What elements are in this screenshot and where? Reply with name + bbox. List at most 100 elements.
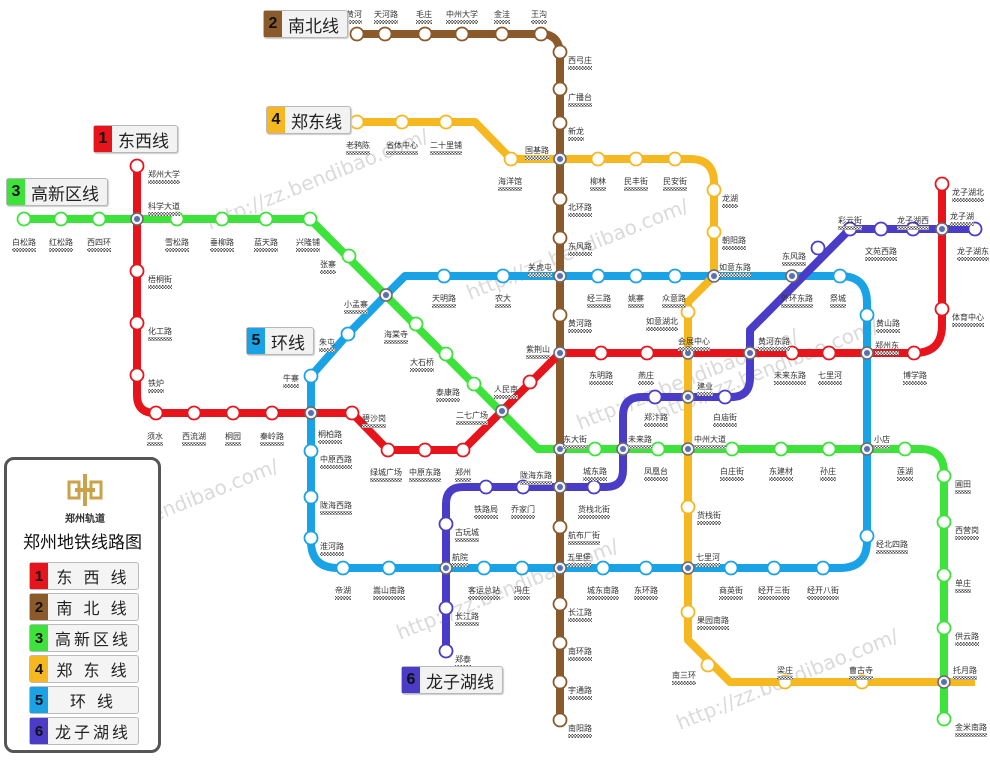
station-marker[interactable] — [303, 489, 319, 505]
station-marker[interactable] — [264, 405, 280, 421]
station-marker[interactable] — [647, 389, 663, 405]
station-marker[interactable] — [16, 211, 32, 227]
station-marker[interactable] — [638, 560, 654, 576]
station-marker[interactable] — [821, 345, 837, 361]
legend-item-line-2[interactable]: 2 南 北 线 — [29, 593, 139, 621]
station-marker[interactable] — [680, 304, 696, 320]
station-marker[interactable] — [552, 230, 568, 246]
station-marker[interactable] — [129, 367, 145, 383]
legend-item-line-3[interactable]: 3 高新区线 — [29, 624, 139, 652]
line-3-badge[interactable]: 3 高新区线 — [6, 178, 108, 206]
station-marker[interactable] — [533, 26, 549, 42]
station-marker[interactable] — [436, 268, 452, 284]
station-marker[interactable] — [514, 560, 530, 576]
line-6-badge[interactable]: 6 龙子湖线 — [401, 666, 503, 694]
station-marker[interactable] — [680, 499, 696, 515]
station-marker[interactable] — [186, 405, 202, 421]
station-marker[interactable] — [417, 26, 433, 42]
station-marker[interactable] — [408, 316, 424, 332]
line-4-badge[interactable]: 4 郑东线 — [266, 106, 351, 134]
station-marker[interactable] — [706, 182, 722, 198]
station-marker[interactable] — [495, 268, 511, 284]
station-marker[interactable] — [650, 441, 666, 457]
station-marker[interactable] — [552, 191, 568, 207]
station-marker[interactable] — [381, 560, 397, 576]
station-marker[interactable] — [349, 114, 365, 130]
station-marker[interactable] — [129, 158, 145, 174]
station-marker[interactable] — [859, 528, 875, 544]
station-marker[interactable] — [628, 151, 644, 167]
line-1-badge[interactable]: 1 东西线 — [93, 125, 178, 153]
station-marker[interactable] — [466, 376, 482, 392]
station-marker[interactable] — [936, 711, 952, 727]
station-marker[interactable] — [706, 224, 722, 240]
station-marker[interactable] — [214, 211, 230, 227]
station-marker[interactable] — [455, 442, 471, 458]
station-marker[interactable] — [303, 530, 319, 546]
station-marker[interactable] — [897, 441, 913, 457]
station-marker[interactable] — [723, 560, 739, 576]
station-marker[interactable] — [766, 560, 782, 576]
station-marker[interactable] — [810, 240, 826, 256]
station-marker[interactable] — [587, 441, 603, 457]
station-marker[interactable] — [478, 479, 494, 495]
station-marker[interactable] — [438, 516, 454, 532]
station-marker[interactable] — [552, 115, 568, 131]
station-marker[interactable] — [522, 374, 538, 390]
station-marker[interactable] — [717, 389, 733, 405]
station-marker[interactable] — [700, 657, 716, 673]
station-marker[interactable] — [639, 345, 655, 361]
station-marker[interactable] — [341, 248, 357, 264]
station-marker[interactable] — [344, 405, 360, 421]
station-marker[interactable] — [680, 604, 696, 620]
station-marker[interactable] — [476, 560, 492, 576]
station-marker[interactable] — [349, 26, 365, 42]
station-marker[interactable] — [552, 44, 568, 60]
station-marker[interactable] — [552, 596, 568, 612]
station-marker[interactable] — [773, 441, 789, 457]
station-marker[interactable] — [438, 114, 454, 130]
legend-item-line-6[interactable]: 6 龙子湖线 — [29, 717, 139, 745]
station-marker[interactable] — [552, 307, 568, 323]
station-marker[interactable] — [936, 567, 952, 583]
station-marker[interactable] — [129, 263, 145, 279]
station-marker[interactable] — [724, 441, 740, 457]
station-marker[interactable] — [815, 560, 831, 576]
station-marker[interactable] — [129, 315, 145, 331]
line-5-badge[interactable]: 5 环线 — [246, 327, 314, 355]
station-marker[interactable] — [258, 211, 274, 227]
station-marker[interactable] — [552, 519, 568, 535]
station-marker[interactable] — [438, 643, 454, 659]
legend-item-line-5[interactable]: 5 环 线 — [29, 686, 139, 714]
station-marker[interactable] — [302, 211, 318, 227]
station-marker[interactable] — [552, 635, 568, 651]
station-marker[interactable] — [590, 151, 606, 167]
station-marker[interactable] — [438, 600, 454, 616]
station-marker[interactable] — [595, 560, 611, 576]
station-marker[interactable] — [936, 620, 952, 636]
station-marker[interactable] — [380, 442, 396, 458]
station-marker[interactable] — [832, 268, 848, 284]
station-marker[interactable] — [225, 405, 241, 421]
station-marker[interactable] — [438, 346, 454, 362]
station-marker[interactable] — [503, 151, 519, 167]
station-marker[interactable] — [552, 81, 568, 97]
station-marker[interactable] — [586, 479, 602, 495]
station-marker[interactable] — [873, 221, 889, 237]
station-marker[interactable] — [667, 268, 683, 284]
station-marker[interactable] — [417, 442, 433, 458]
station-marker[interactable] — [593, 345, 609, 361]
station-marker[interactable] — [394, 114, 410, 130]
station-marker[interactable] — [335, 560, 351, 576]
station-marker[interactable] — [628, 268, 644, 284]
station-marker[interactable] — [906, 345, 922, 361]
line-2-badge[interactable]: 2 南北线 — [263, 10, 348, 38]
legend-item-line-4[interactable]: 4 郑 东 线 — [29, 655, 139, 683]
station-marker[interactable] — [934, 301, 950, 317]
station-marker[interactable] — [454, 26, 470, 42]
station-marker[interactable] — [934, 176, 950, 192]
station-marker[interactable] — [53, 211, 69, 227]
station-marker[interactable] — [590, 268, 606, 284]
station-marker[interactable] — [303, 368, 319, 384]
station-marker[interactable] — [667, 151, 683, 167]
